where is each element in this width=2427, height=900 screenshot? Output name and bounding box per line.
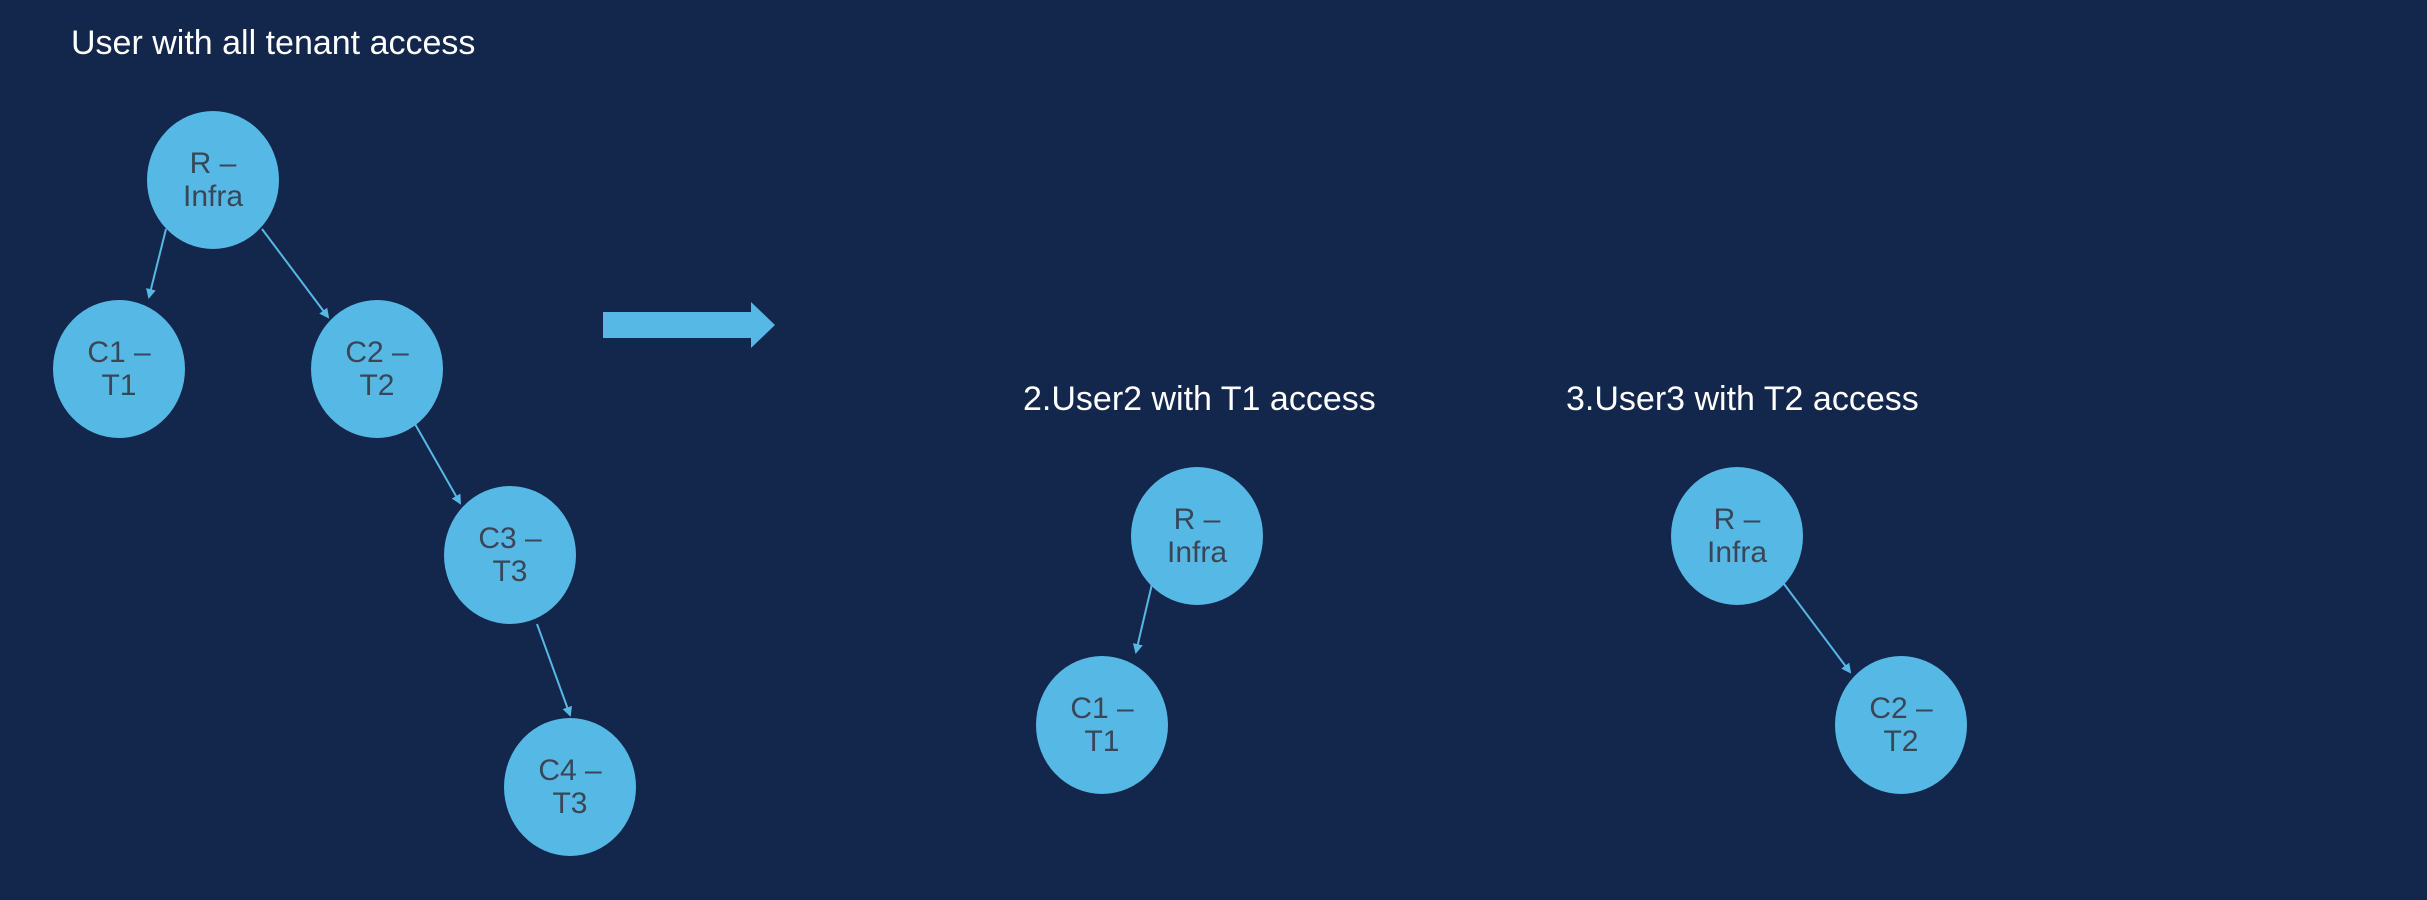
edge-c2-to-c3: [414, 423, 461, 505]
user3-node-c2-line2: T2: [1883, 725, 1919, 758]
user2-node-c1-line1: C1 –: [1070, 692, 1134, 725]
user3-node-c2-line1: C2 –: [1869, 692, 1933, 725]
node-c2: C2 – T2: [311, 300, 443, 438]
left-diagram-title: User with all tenant access: [71, 24, 476, 62]
user2-node-c1: C1 – T1: [1036, 656, 1168, 794]
user3-diagram-title: 3.User3 with T2 access: [1566, 380, 1919, 418]
edge-root-to-c2: [261, 228, 330, 319]
edge-c3-to-c4: [536, 623, 572, 717]
edge-user2-root-to-c1: [1132, 583, 1153, 654]
node-c1-line2: T1: [101, 369, 137, 402]
right-arrow-icon: [603, 302, 775, 348]
node-root: R – Infra: [147, 111, 279, 249]
node-c4-line2: T3: [552, 787, 588, 820]
user2-diagram-title: 2.User2 with T1 access: [1023, 380, 1376, 418]
user2-node-root-line2: Infra: [1166, 536, 1228, 569]
user3-node-c2: C2 – T2: [1835, 656, 1967, 794]
node-root-line2: Infra: [182, 180, 244, 213]
node-c3-line2: T3: [492, 555, 528, 588]
user3-node-root-line1: R –: [1713, 503, 1761, 536]
node-c2-line2: T2: [359, 369, 395, 402]
node-c4: C4 – T3: [504, 718, 636, 856]
node-c1: C1 – T1: [53, 300, 185, 438]
user3-node-root: R – Infra: [1671, 467, 1803, 605]
node-c4-line1: C4 –: [538, 754, 602, 787]
node-root-line1: R –: [189, 147, 237, 180]
node-c3: C3 – T3: [444, 486, 576, 624]
user3-node-root-line2: Infra: [1706, 536, 1768, 569]
node-c2-line1: C2 –: [345, 336, 409, 369]
node-c1-line1: C1 –: [87, 336, 151, 369]
user2-node-root: R – Infra: [1131, 467, 1263, 605]
edge-user3-root-to-c2: [1783, 583, 1852, 674]
edge-root-to-c1: [146, 228, 167, 299]
user2-node-root-line1: R –: [1173, 503, 1221, 536]
node-c3-line1: C3 –: [478, 522, 542, 555]
user2-node-c1-line2: T1: [1084, 725, 1120, 758]
